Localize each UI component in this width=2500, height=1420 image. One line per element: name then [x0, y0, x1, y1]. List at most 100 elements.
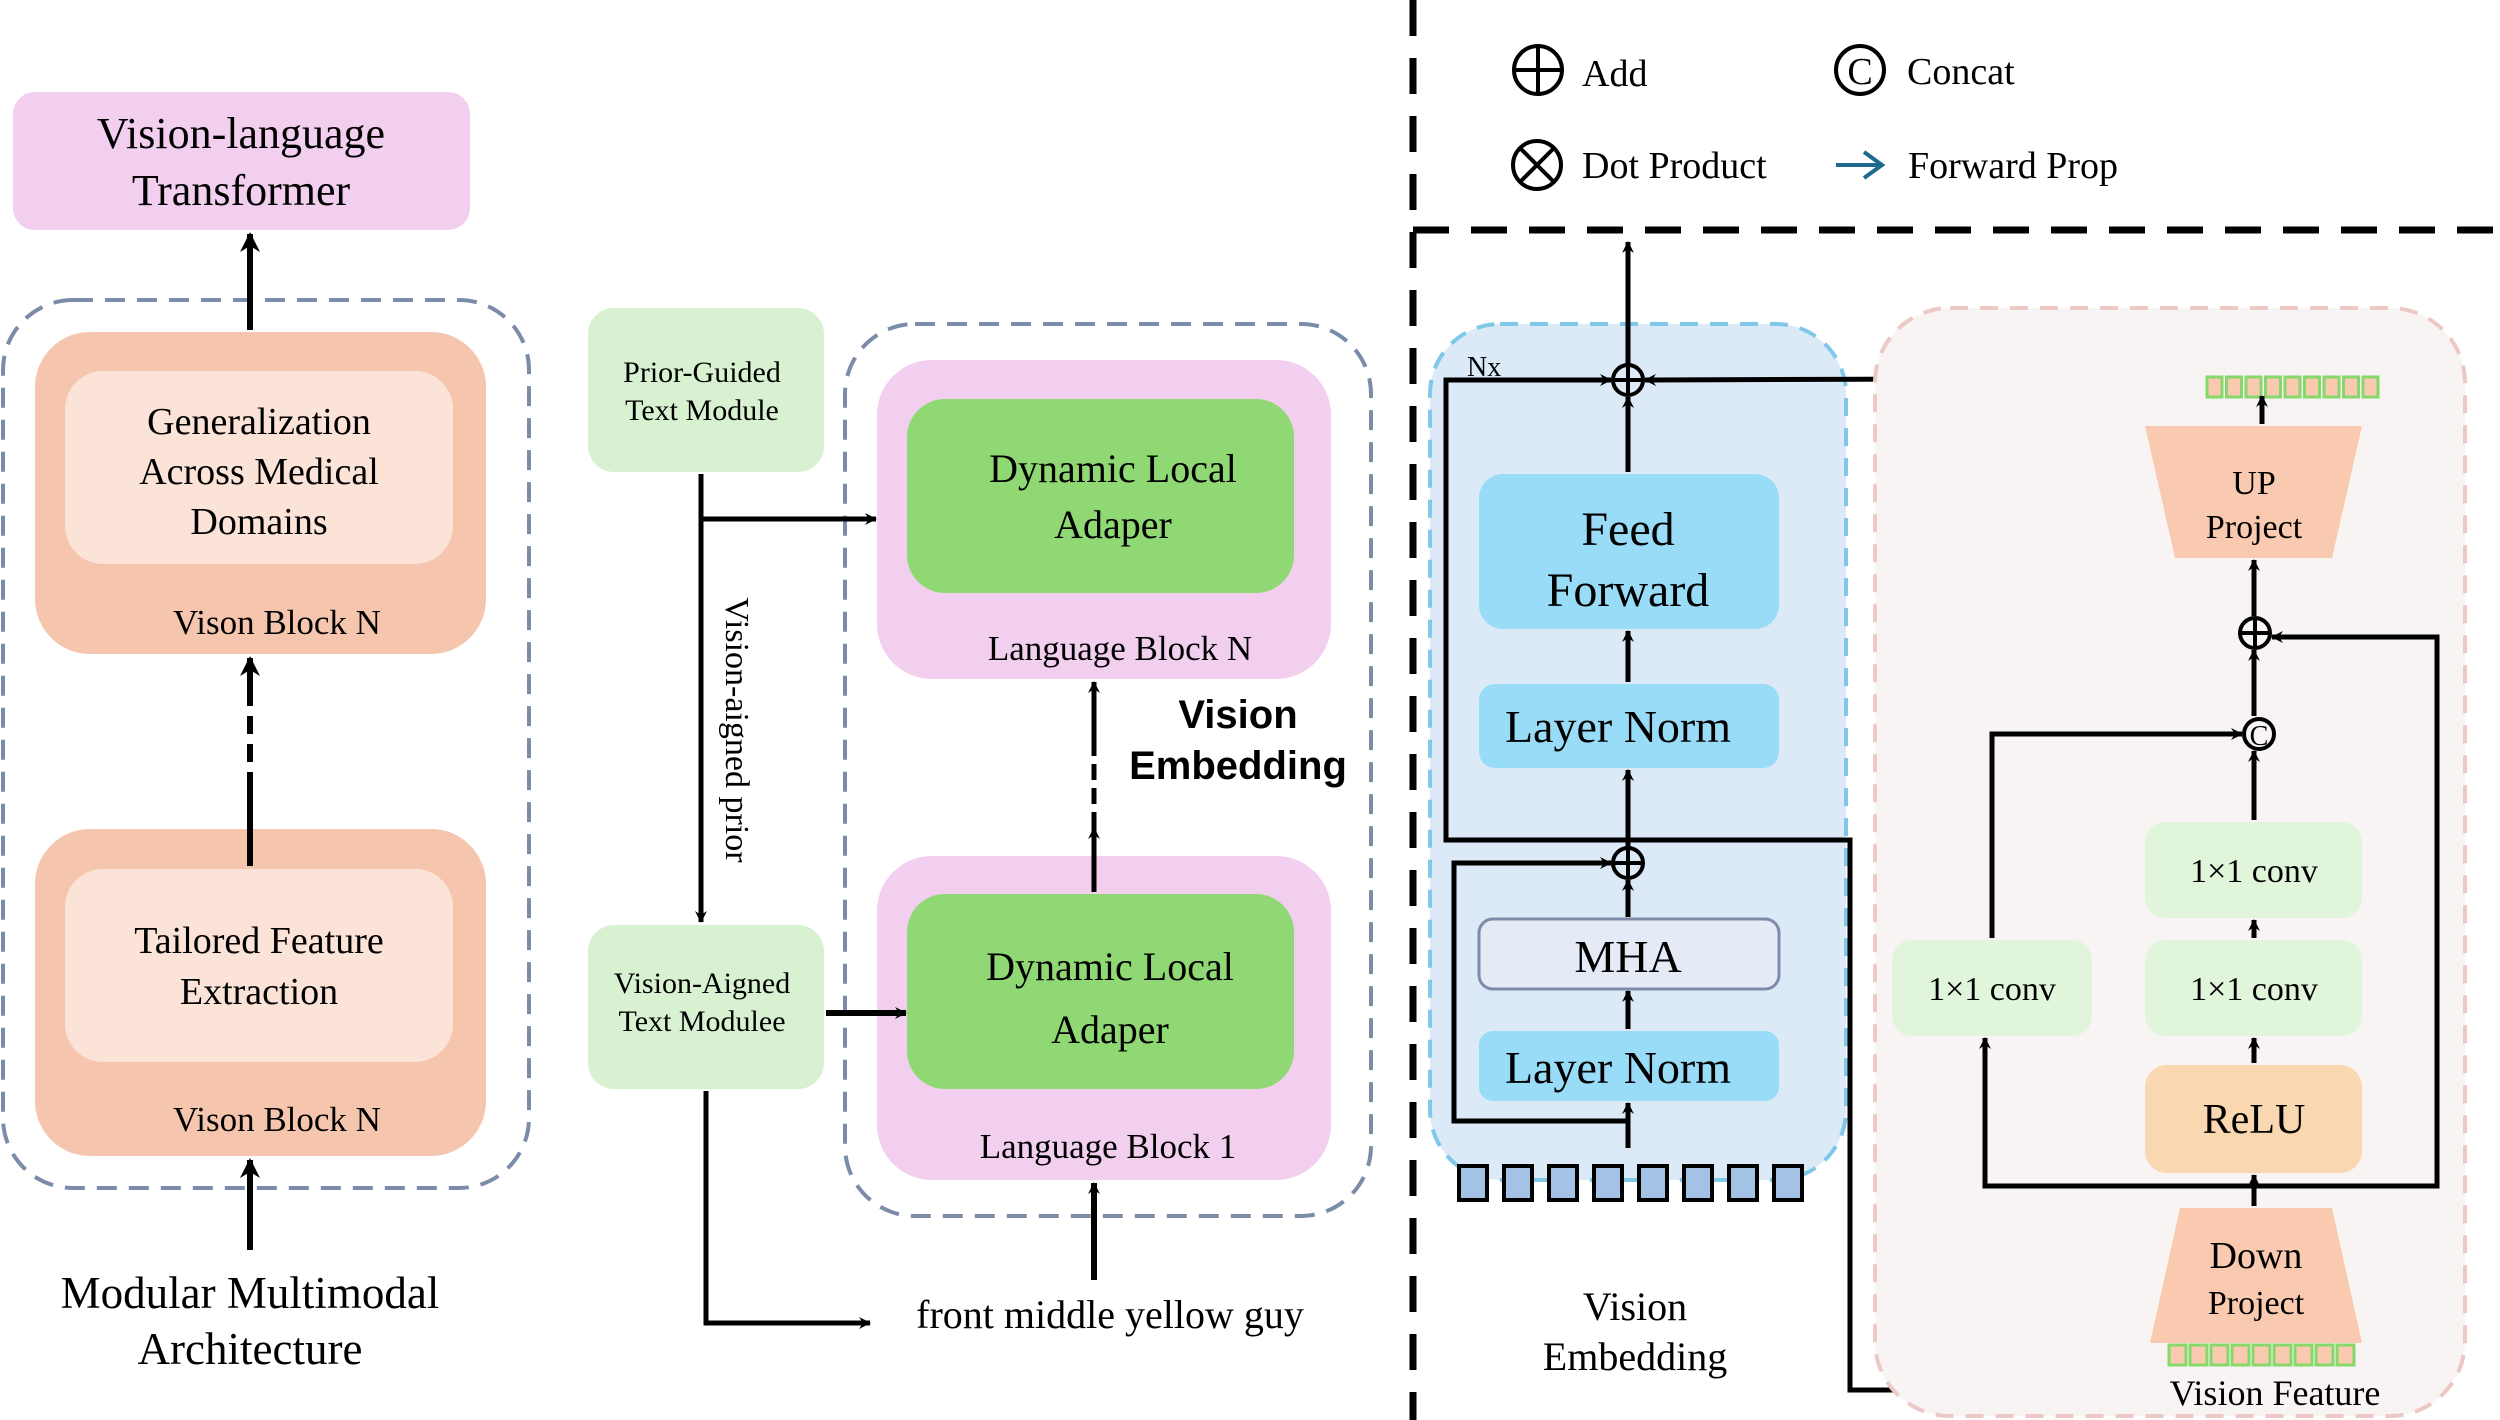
relu-box [2145, 1065, 2362, 1173]
token [1637, 1164, 1669, 1202]
prior-guided-line-1: Prior-Guided [623, 356, 781, 389]
dla-bottom-line-2: Adaper [1051, 1007, 1169, 1052]
language-block-n-label: Language Block N [988, 629, 1252, 668]
transformer-panel: Nx Feed Forward Layer Norm MHA Layer Nor… [1428, 241, 2203, 1396]
dynamic-local-adapter-bottom [907, 894, 1294, 1089]
residual-ff [1443, 374, 1628, 843]
up-project-trapezoid [2145, 426, 2362, 558]
legend-add-label: Add [1582, 53, 1647, 95]
dla-top-line-2: Adaper [1054, 502, 1172, 547]
svg-text:C: C [1847, 51, 1872, 93]
prior-guided-line-2: Text Module [625, 394, 779, 427]
token [2322, 375, 2341, 399]
conv-mid-bottom [2145, 940, 2362, 1036]
residual-to-add [2254, 631, 2440, 1189]
up-project-line-2: Project [2206, 509, 2303, 546]
vision-feature-caption: Vision Feature [2170, 1373, 2381, 1413]
token [2244, 375, 2263, 399]
dla-top-line-1: Dynamic Local [989, 446, 1237, 491]
vision-language-transformer-box [13, 92, 470, 230]
vision-aligned-line-1: Vision-Aigned [614, 967, 791, 1000]
token [1547, 1164, 1579, 1202]
adapter-panel: UP Project C 1×1 conv 1×1 conv 1×1 conv … [1873, 306, 2467, 1418]
conv-mid-bottom-label: 1×1 conv [2190, 971, 2318, 1008]
conv-mid-top [2145, 822, 2362, 918]
token [1457, 1164, 1489, 1202]
token [2335, 1343, 2356, 1367]
conv-side-label: 1×1 conv [1928, 971, 2056, 1008]
generalization-line-2: Across Medical [139, 451, 379, 493]
prior-guided-text-module [588, 308, 824, 472]
tailored-line-2: Extraction [180, 971, 338, 1013]
mha-box [1477, 917, 1781, 991]
vision-block-bottom-inner [65, 869, 453, 1062]
layer-norm-bottom-box [1479, 1031, 1779, 1101]
token [2264, 375, 2282, 399]
vision-embedding-side-line-1: Vision [1178, 693, 1297, 737]
language-block-1-label: Language Block 1 [980, 1127, 1237, 1166]
token [1592, 1164, 1624, 1202]
down-project-line-2: Project [2208, 1285, 2305, 1322]
generalization-line-1: Generalization [147, 401, 371, 443]
token [1772, 1164, 1804, 1202]
vision-blocks-container [1, 298, 531, 1190]
token [1502, 1164, 1534, 1202]
legend-forward-prop-label: Forward Prop [1908, 145, 2118, 187]
vision-aligned-text-module [588, 925, 824, 1089]
forward-arrow-icon [1836, 150, 1886, 180]
token [2188, 1343, 2209, 1367]
layer-norm-top-box [1479, 684, 1779, 768]
arrow-aligned-to-input [703, 1091, 871, 1329]
add-node-mid [1611, 846, 1645, 880]
left-caption-line-1: Modular Multimodal [61, 1268, 440, 1318]
vision-embedding-tokens [1457, 1164, 1804, 1202]
relu-label: ReLU [2203, 1097, 2306, 1143]
down-project-trapezoid [2150, 1208, 2362, 1343]
concat-icon: C [1834, 44, 1886, 96]
layer-norm-top-label: Layer Norm [1505, 701, 1731, 752]
vlt-line-2: Transformer [132, 166, 351, 215]
dot-product-icon [1511, 139, 1563, 191]
add-node-top [1611, 363, 1645, 397]
token [2225, 375, 2243, 399]
token [2314, 1343, 2335, 1367]
adapter-output-tokens [2205, 375, 2380, 399]
token [2230, 1343, 2251, 1367]
generalization-line-3: Domains [190, 501, 327, 543]
token [2209, 1343, 2230, 1367]
vision-feature-tokens [2167, 1343, 2356, 1367]
token [2283, 375, 2302, 399]
token [2303, 375, 2321, 399]
vision-block-top-label: Vison Block N [173, 603, 381, 642]
vlt-line-1: Vision-language [97, 109, 385, 158]
token [2205, 375, 2224, 399]
vision-embedding-side-line-2: Embedding [1129, 744, 1347, 788]
legend: Add C Concat Dot Product Forward Prop [1511, 44, 2118, 191]
up-project-line-1: UP [2232, 465, 2275, 502]
token [1682, 1164, 1714, 1202]
adapter-add-node [2238, 616, 2272, 650]
transformer-caption-line-1: Vision [1583, 1284, 1687, 1329]
svg-text:C: C [2250, 721, 2269, 752]
transformer-caption-line-2: Embedding [1543, 1334, 1727, 1379]
vision-block-bottom-label: Vison Block N [173, 1100, 381, 1139]
left-caption-line-2: Architecture [138, 1324, 363, 1374]
feed-forward-line-1: Feed [1581, 503, 1674, 556]
adapter-concat-node: C [2242, 717, 2276, 752]
vision-aligned-prior-label: Vision-aigned prior [718, 597, 755, 863]
token [1727, 1164, 1759, 1202]
middle-panel: Prior-Guided Text Module Vision-Aigned T… [588, 308, 1373, 1337]
vision-block-top-inner [65, 371, 453, 564]
token [2293, 1343, 2314, 1367]
residual-mha [1451, 857, 1628, 1124]
feed-forward-box [1479, 474, 1779, 629]
mha-label: MHA [1574, 931, 1681, 982]
conv-mid-top-label: 1×1 conv [2190, 853, 2318, 890]
tailored-line-1: Tailored Feature [134, 920, 384, 962]
legend-concat-label: Concat [1907, 51, 2015, 93]
vision-aligned-line-2: Text Modulee [618, 1005, 785, 1038]
input-text: front middle yellow guy [916, 1292, 1304, 1337]
feed-forward-line-2: Forward [1547, 564, 1710, 617]
language-blocks-container [843, 322, 1373, 1218]
